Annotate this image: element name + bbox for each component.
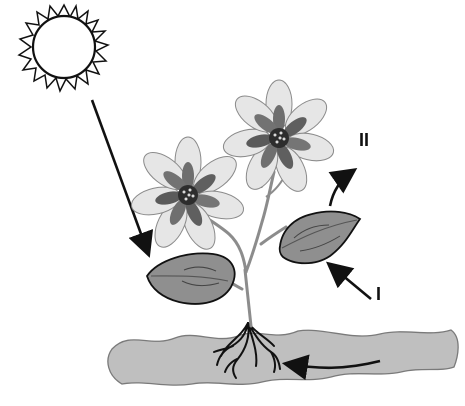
label-II: II (359, 130, 369, 150)
leaf-right (280, 212, 360, 264)
arrow-II (330, 171, 353, 206)
label-I: I (376, 284, 381, 304)
flower-right (221, 80, 337, 196)
sunlight-arrow (92, 100, 148, 253)
soil (108, 330, 458, 385)
leaf-left (147, 253, 235, 303)
sun-icon (19, 5, 108, 91)
arrow-I (330, 265, 371, 299)
